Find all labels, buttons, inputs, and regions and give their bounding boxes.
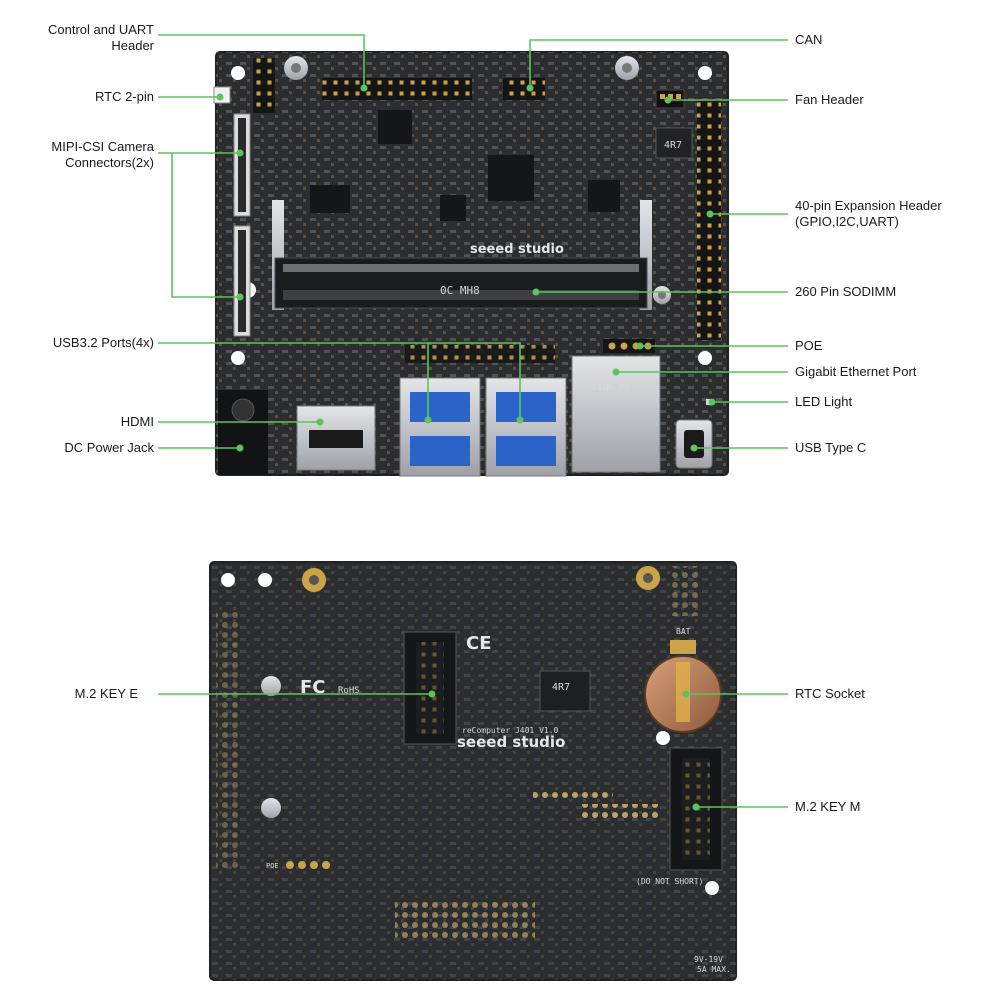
power-rating-line2: 5A MAX. xyxy=(697,965,731,974)
bottom-board: FC RoHS CE 4R7 seeed studio reComputer J… xyxy=(209,561,737,981)
label-m2-key-e: M.2 KEY E xyxy=(74,686,138,701)
chip xyxy=(310,185,350,213)
inductor-bottom xyxy=(539,670,591,712)
top-brand: seeed studio xyxy=(470,242,564,257)
sodimm-text: 0C MH8 xyxy=(440,284,480,297)
fcc-mark: FC xyxy=(300,677,326,698)
bottom-mounting-hole xyxy=(656,731,670,745)
inductor-bottom-text: 4R7 xyxy=(552,682,570,693)
bottom-brand: seeed studio xyxy=(457,733,565,751)
do-not-short: (DO NOT SHORT) xyxy=(636,877,703,886)
label-m2-key-m: M.2 KEY M xyxy=(795,799,861,814)
top-board: 4R7 seeed studio 0C MH8 xyxy=(213,51,729,477)
label-usb32-ports: USB3.2 Ports(4x) xyxy=(52,335,154,350)
label-gigabit-ethernet: Gigabit Ethernet Port xyxy=(795,364,917,379)
label-usb-type-c: USB Type C xyxy=(795,440,867,455)
label-expansion-line2: (GPIO,I2C,UART) xyxy=(795,214,899,229)
m2-key-e-slot xyxy=(403,631,457,745)
power-rating-line1: 9V-19V xyxy=(694,955,723,964)
label-fan-header: Fan Header xyxy=(795,92,864,107)
standoff-mh3 xyxy=(261,798,281,818)
rohs-mark: RoHS xyxy=(338,686,360,696)
label-control-uart-line1: Control and UART xyxy=(48,22,154,37)
label-poe: POE xyxy=(795,338,823,353)
usb32-stack-2 xyxy=(485,377,567,477)
ce-mark: CE xyxy=(466,633,492,654)
bottom-pin-holes-top xyxy=(670,566,700,616)
gold-pad-cluster xyxy=(533,788,613,802)
chip xyxy=(440,195,466,221)
label-hdmi: HDMI xyxy=(120,414,154,429)
label-expansion-line1: 40-pin Expansion Header xyxy=(795,198,942,213)
top-mounting-hole xyxy=(231,351,245,365)
label-expansion-header: 40-pin Expansion Header (GPIO,I2C,UART) xyxy=(795,198,942,230)
label-dc-power-jack: DC Power Jack xyxy=(64,440,154,455)
leader-dots xyxy=(216,84,716,811)
bottom-mounting-hole xyxy=(705,881,719,895)
label-mipi-csi-line2: Connectors(2x) xyxy=(65,155,154,170)
usb-area-pins xyxy=(405,345,555,363)
poe-text-bottom: POE xyxy=(266,862,279,870)
bottom-pin-holes xyxy=(216,610,238,870)
sodimm-slot: 0C MH8 xyxy=(272,200,652,310)
label-rtc-socket: RTC Socket xyxy=(795,686,865,701)
leader-lines xyxy=(158,34,788,808)
label-can: CAN xyxy=(795,32,823,47)
label-control-uart-line2: Header xyxy=(111,38,154,53)
main-chip xyxy=(488,155,534,201)
standoff-mh4 xyxy=(261,676,281,696)
control-uart-header xyxy=(322,78,472,100)
inductor-text: 4R7 xyxy=(664,140,682,151)
poe-header xyxy=(603,339,655,353)
label-control-uart-header: Control and UART Header xyxy=(48,22,154,54)
label-led-light: LED Light xyxy=(795,394,853,409)
bat-text: BAT xyxy=(676,627,691,636)
label-mipi-csi: MIPI-CSI Camera Connectors(2x) xyxy=(51,139,154,171)
expansion-header-connector xyxy=(697,100,721,340)
chip xyxy=(378,110,412,144)
label-mipi-csi-line1: MIPI-CSI Camera xyxy=(51,139,154,154)
top-mounting-hole xyxy=(231,66,245,80)
bottom-mounting-hole xyxy=(221,573,235,587)
top-mounting-hole xyxy=(698,351,712,365)
chip xyxy=(588,180,620,212)
top-mounting-hole xyxy=(698,66,712,80)
j17-header xyxy=(253,58,275,113)
bottom-mounting-hole xyxy=(258,573,272,587)
label-rtc-2pin: RTC 2-pin xyxy=(94,89,154,104)
inductor-top xyxy=(655,127,693,159)
gold-pad-cluster xyxy=(580,804,660,818)
label-sodimm: 260 Pin SODIMM xyxy=(795,284,897,299)
ethernet-brand: LINK-PP xyxy=(592,383,631,393)
gold-pad-cluster xyxy=(395,900,535,940)
can-header xyxy=(503,78,545,100)
model-text: reComputer J401 V1.0 xyxy=(462,726,559,735)
usb32-stack-1 xyxy=(399,377,481,477)
